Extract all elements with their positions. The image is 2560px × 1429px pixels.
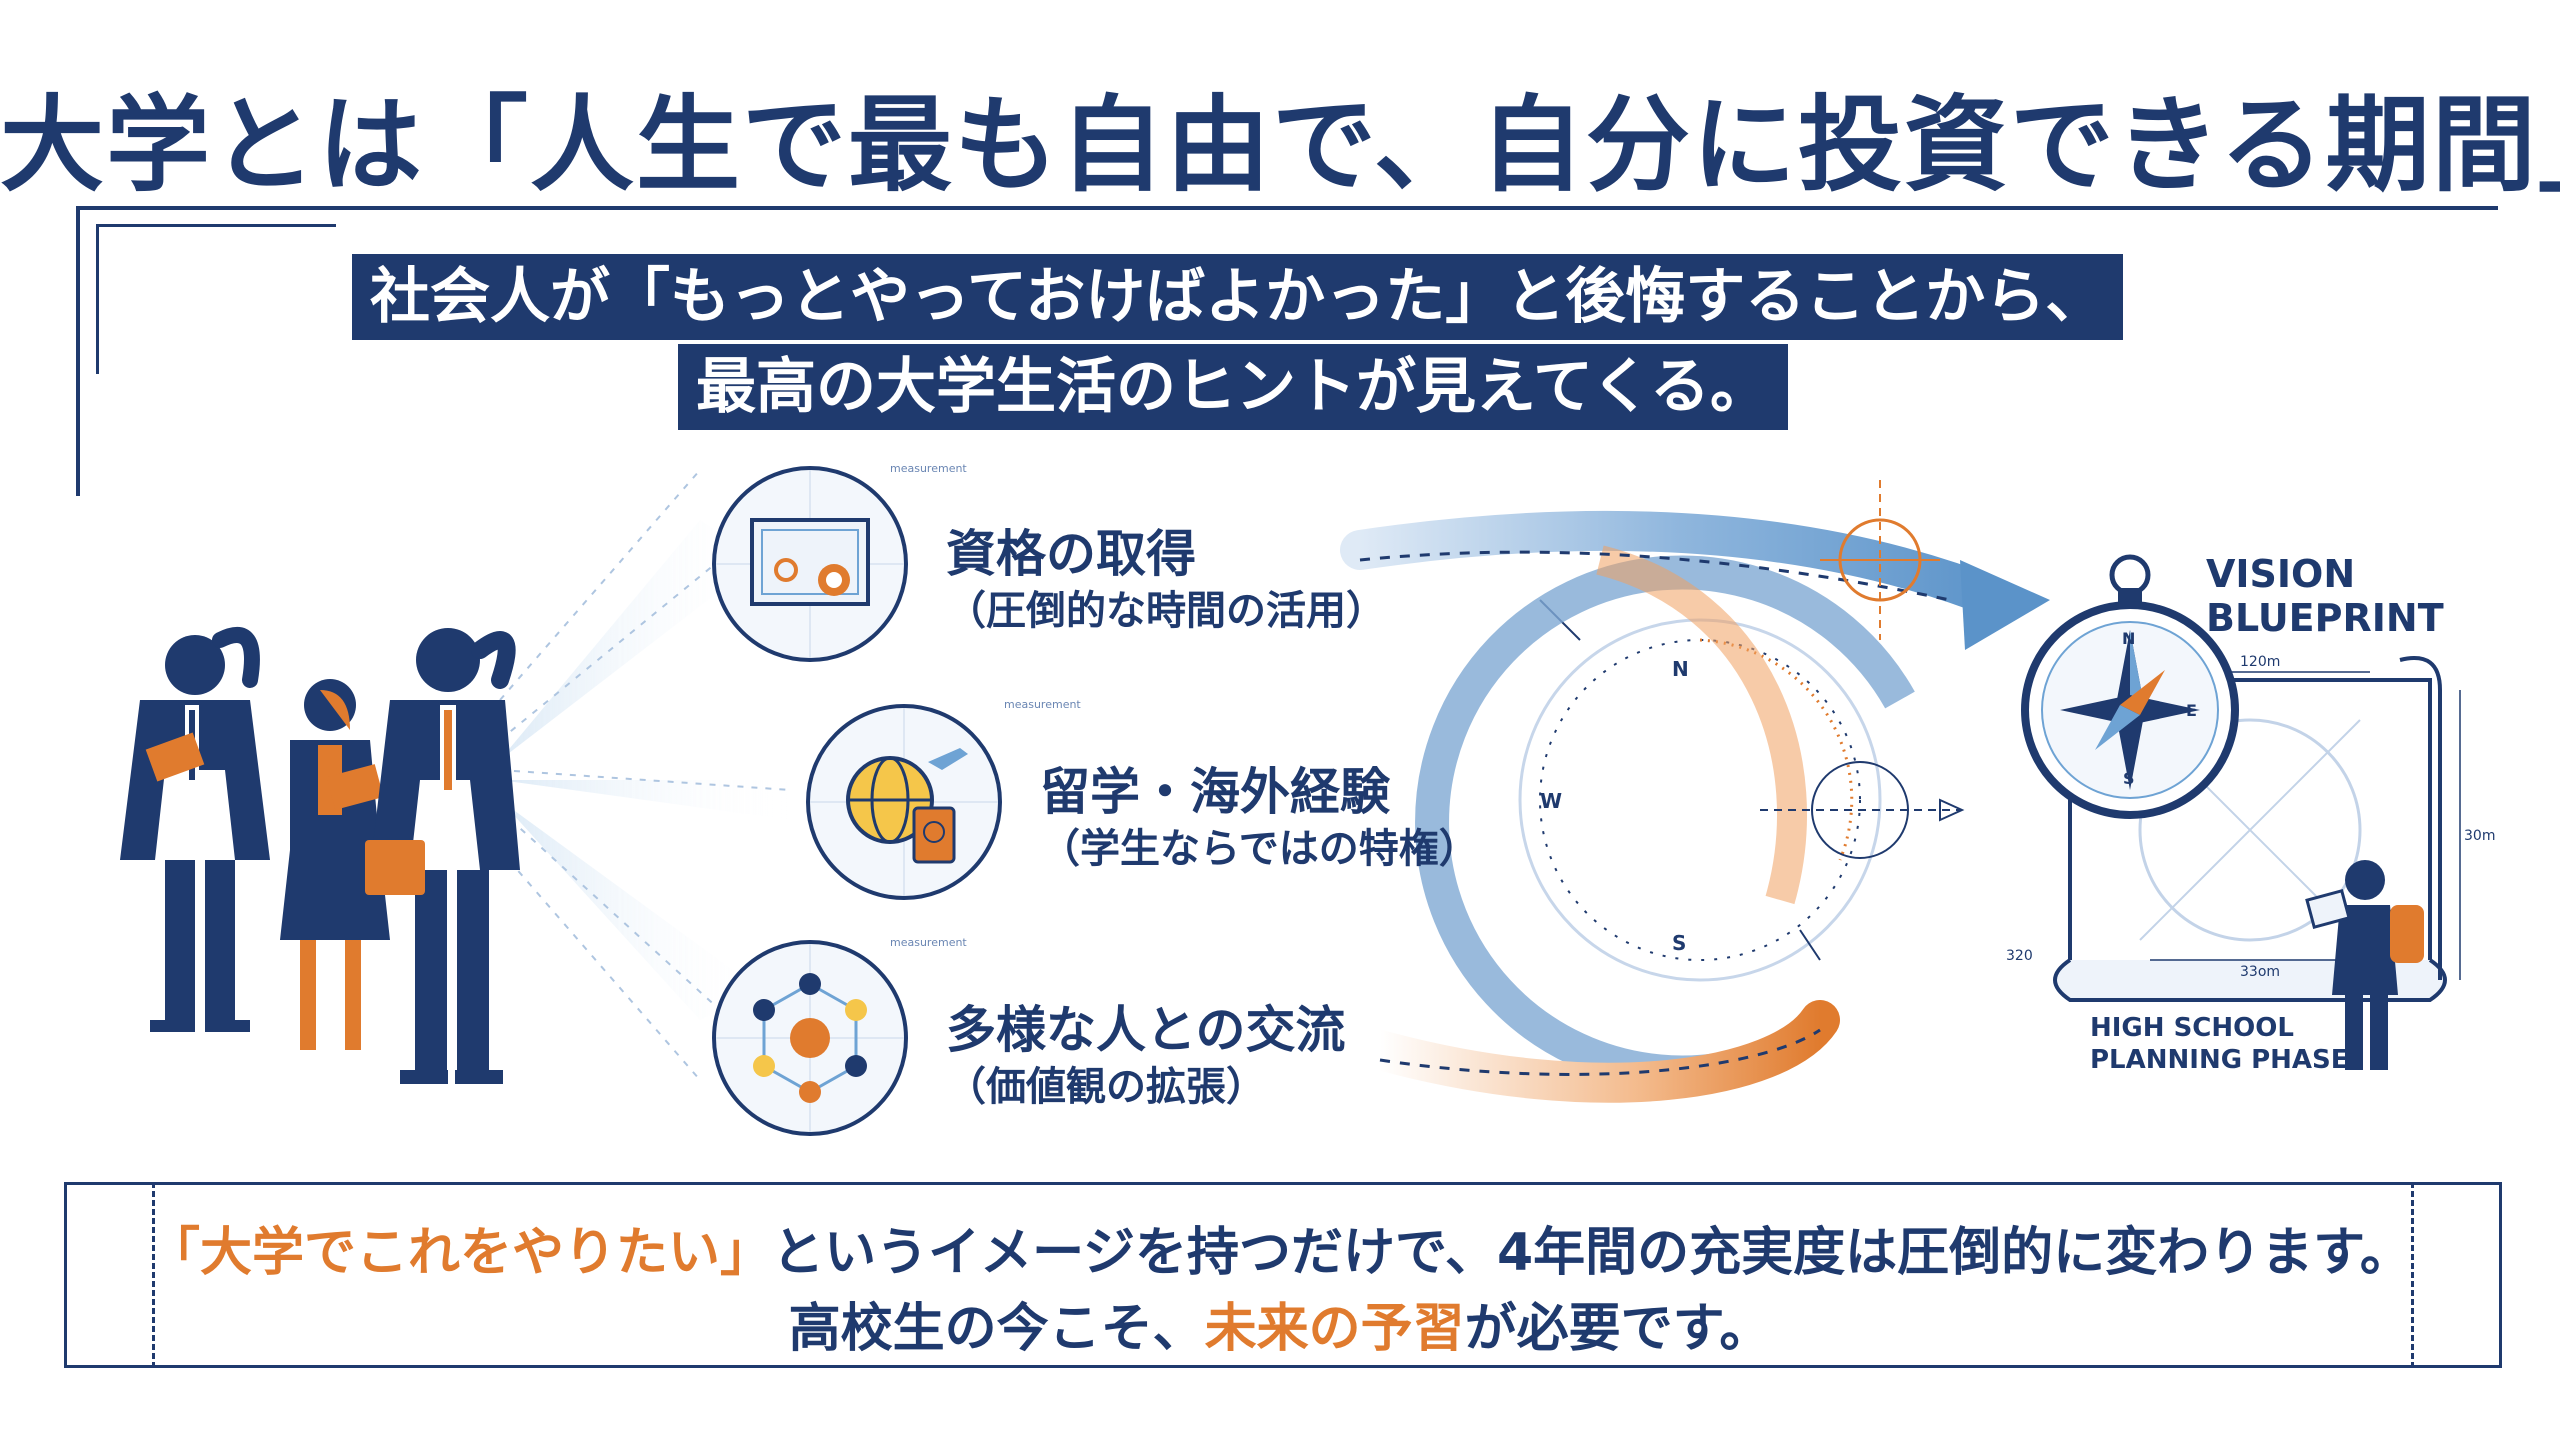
message-text-1: というイメージを持つだけで、4年間の充実度は圧倒的に変わります。 [772, 1223, 2412, 1283]
dim-top: 120m [2240, 654, 2280, 670]
message-highlight-2: 未来の予習 [1204, 1299, 1465, 1359]
network-people-icon [716, 944, 904, 1132]
message-text-2b: が必要です。 [1464, 1299, 1772, 1359]
item-title-3: 多様な人との交流 [946, 1001, 1346, 1059]
item-circle-1 [712, 466, 908, 662]
item-sub-3: （価値観の拡張） [946, 1064, 1266, 1110]
message-box-inner [152, 1182, 2414, 1368]
student-figure [2305, 860, 2424, 1070]
globe-passport-icon [810, 708, 998, 896]
compass-w: W [1540, 789, 1562, 813]
message-text-2a: 高校生の今こそ、 [788, 1299, 1205, 1359]
item-sub-2: （学生ならではの特権） [1040, 826, 1479, 872]
pocket-compass: N S E [2021, 554, 2239, 819]
dim-bottom: 33om [2240, 964, 2280, 980]
light-rays [499, 469, 791, 1081]
phase-label-2: PLANNING PHASE [2090, 1045, 2349, 1075]
subtitle-line-1: 社会人が「もっとやっておけばよかった」と後悔することから、 [352, 254, 2124, 340]
vision-label-2: BLUEPRINT [2206, 596, 2444, 640]
message-box [64, 1182, 2502, 1368]
item-circle-3 [712, 940, 908, 1136]
compass-ring: N S W [1518, 599, 1882, 982]
item-tag-1: measurement [890, 462, 967, 475]
item-sub-1: （圧倒的な時間の活用） [946, 588, 1386, 634]
pocket-e: E [2186, 701, 2197, 720]
message-highlight-1: 「大学でこれをやりたい」 [148, 1223, 773, 1283]
subtitle-line-2: 最高の大学生活のヒントが見えてくる。 [678, 344, 1788, 430]
message-line-1: 「大学でこれをやりたい」というイメージを持つだけで、4年間の充実度は圧倒的に変わ… [0, 1210, 2560, 1285]
loop-arrow [1340, 480, 2050, 1103]
message-line-2: 高校生の今こそ、未来の予習が必要です。 [0, 1286, 2560, 1361]
page-title: 大学とは「人生で最も自由で、自分に投資できる期間」 [0, 84, 2560, 206]
corner-bracket-inner-v [96, 224, 99, 374]
compass-n: N [1672, 657, 1689, 681]
item-title-2: 留学・海外経験 [1040, 763, 1390, 821]
vision-label-1: VISION [2206, 552, 2356, 596]
item-tag-2: measurement [1004, 698, 1081, 711]
certificate-icon [716, 470, 904, 658]
item-circle-2 [806, 704, 1002, 900]
compass-s: S [1672, 931, 1686, 955]
corner-bracket-inner [96, 224, 336, 227]
dim-right: 30m [2464, 828, 2495, 844]
pocket-n: N [2122, 629, 2135, 648]
dim-left: 320 [2006, 948, 2033, 964]
item-tag-3: measurement [890, 936, 967, 949]
phase-label-1: HIGH SCHOOL [2090, 1013, 2294, 1043]
title-divider [78, 206, 2498, 210]
corner-bracket [76, 206, 80, 496]
item-title-1: 資格の取得 [946, 525, 1196, 583]
pocket-s: S [2123, 769, 2135, 788]
business-people [120, 627, 520, 1084]
